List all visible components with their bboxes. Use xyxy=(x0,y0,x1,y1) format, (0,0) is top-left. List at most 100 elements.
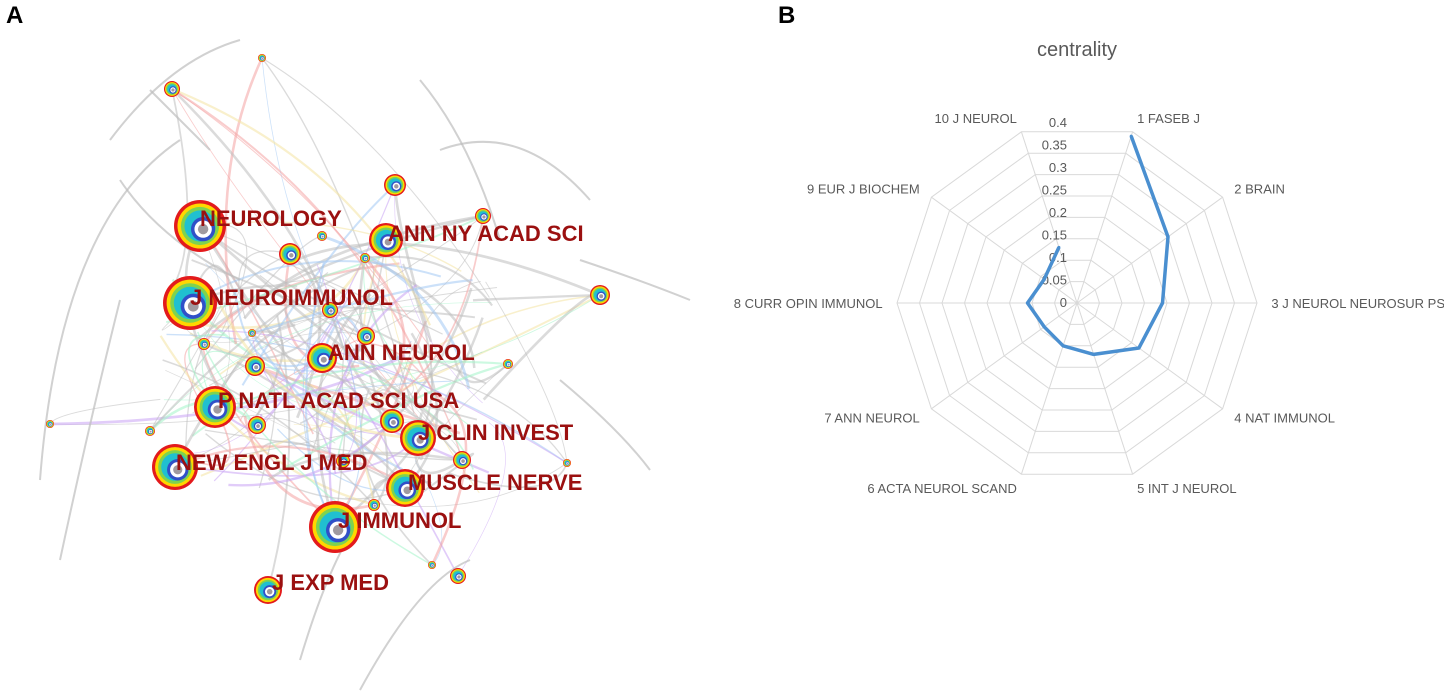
network-node xyxy=(380,409,404,433)
network-node xyxy=(384,174,406,196)
node-ring xyxy=(342,460,346,464)
network-node xyxy=(400,420,436,456)
network-node xyxy=(503,359,513,369)
radar-data-point xyxy=(1161,301,1164,305)
network-node xyxy=(145,426,155,436)
network-edge xyxy=(405,363,509,480)
network-edge xyxy=(358,257,432,428)
network-edge xyxy=(233,288,323,368)
node-ring xyxy=(566,462,569,465)
network-edge xyxy=(200,338,336,528)
network-edge xyxy=(173,323,296,468)
network-edge xyxy=(328,284,418,528)
network-edge xyxy=(289,252,322,419)
radar-spoke xyxy=(1076,302,1134,475)
network-node xyxy=(258,54,266,62)
node-ring xyxy=(203,343,206,346)
node-ring xyxy=(373,504,376,507)
node-ring xyxy=(251,332,254,335)
radar-tick-labels: 00.050.10.150.20.250.30.350.4 xyxy=(1042,115,1067,310)
network-node xyxy=(152,444,198,490)
node-ring xyxy=(289,253,294,258)
node-ring xyxy=(364,257,367,260)
network-edge xyxy=(321,234,471,390)
node-ring xyxy=(507,363,510,366)
radar-data-point xyxy=(1092,352,1096,356)
network-edge xyxy=(205,433,406,500)
network-node xyxy=(174,200,226,252)
radar-tick-label: 0.2 xyxy=(1049,205,1067,220)
radar-grid xyxy=(896,131,1258,475)
radar-tick-label: 0.15 xyxy=(1042,228,1067,243)
radar-spoke xyxy=(1020,302,1078,475)
radar-category-label: 10 J NEUROL xyxy=(935,111,1017,126)
radar-category-label: 1 FASEB J xyxy=(1137,111,1200,126)
node-ring xyxy=(321,235,324,238)
network-edge xyxy=(194,235,323,370)
network-edge xyxy=(39,139,181,481)
network-node xyxy=(46,420,54,428)
network-edge xyxy=(485,281,568,464)
network-node xyxy=(317,231,327,241)
node-ring xyxy=(187,300,199,312)
network-edge xyxy=(559,379,651,471)
node-ring xyxy=(394,184,399,189)
network-edge xyxy=(256,289,354,426)
network-edge xyxy=(171,87,432,326)
network-edge xyxy=(219,305,419,440)
radar-tick-label: 0.3 xyxy=(1049,160,1067,175)
node-ring xyxy=(320,356,327,363)
network-edge xyxy=(208,215,484,387)
network-edge xyxy=(251,332,385,436)
network-edge xyxy=(360,389,433,566)
network-edge xyxy=(171,88,433,392)
network-edge xyxy=(198,225,353,431)
network-edge xyxy=(579,259,691,301)
node-ring xyxy=(403,486,412,495)
radar-category-label: 6 ACTA NEUROL SCAND xyxy=(867,481,1017,496)
radar-spoke xyxy=(1076,131,1134,304)
radar-category-label: 3 J NEUROL NEUROSUR PS xyxy=(1271,296,1444,311)
network-edge xyxy=(457,422,506,577)
radar-tick-label: 0.4 xyxy=(1049,115,1067,130)
radar-chart: centrality 00.050.10.150.20.250.30.350.4… xyxy=(734,39,1444,496)
network-edge xyxy=(368,374,389,506)
network-node xyxy=(279,243,301,265)
node-ring xyxy=(261,57,264,60)
node-label-new-engl-j-med: NEW ENGL J MED xyxy=(176,450,368,475)
radar-data-point xyxy=(1026,301,1029,305)
network-edge xyxy=(199,225,443,335)
node-label-ann-neurol: ANN NEUROL xyxy=(328,340,475,365)
network-edge xyxy=(448,462,568,489)
network-graph: NEUROLOGY ANN NY ACAD SCI J NEUROIMMUNOL… xyxy=(39,39,691,691)
node-ring xyxy=(431,564,434,567)
network-edge xyxy=(199,224,445,426)
network-node xyxy=(368,499,380,511)
network-node xyxy=(309,501,361,553)
network-edge xyxy=(360,342,463,461)
network-node xyxy=(163,276,217,330)
network-node xyxy=(475,208,491,224)
network-edge xyxy=(359,559,471,691)
network-node xyxy=(245,356,265,376)
node-label-j-exp-med: J EXP MED xyxy=(272,570,389,595)
network-edge xyxy=(149,89,211,151)
node-ring xyxy=(213,405,222,414)
network-edge xyxy=(299,335,373,377)
node-ring xyxy=(329,309,333,313)
node-ring xyxy=(391,420,396,425)
network-edge xyxy=(304,261,336,528)
node-label-muscle-nerve: MUSCLE NERVE xyxy=(408,470,582,495)
network-edge xyxy=(346,294,601,422)
node-label-p-natl-acad-sci-usa: P NATL ACAD SCI USA xyxy=(218,388,459,413)
network-node xyxy=(450,568,466,584)
network-edge xyxy=(364,257,406,399)
network-edge xyxy=(439,140,591,201)
node-ring xyxy=(254,365,259,370)
radar-data-point xyxy=(1057,245,1061,249)
network-edge xyxy=(174,445,402,484)
network-edge xyxy=(414,460,443,566)
network-edge xyxy=(199,221,462,272)
network-edge xyxy=(49,353,406,426)
